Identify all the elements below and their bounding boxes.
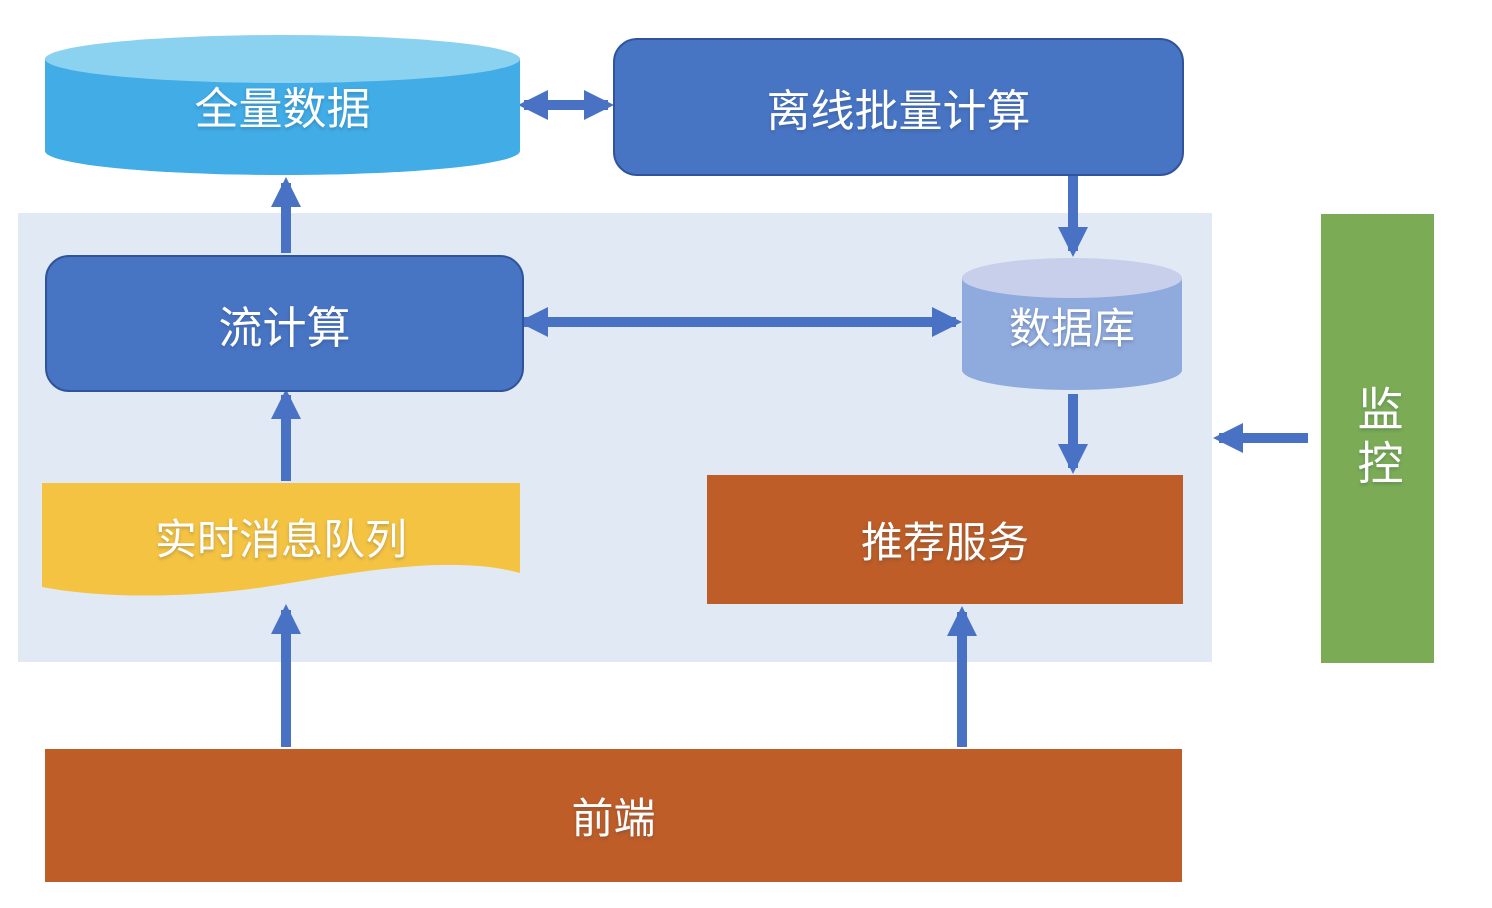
node-database-label: 数据库: [1008, 304, 1135, 352]
wave-shape: [42, 483, 520, 596]
node-recommend-service: 推荐服务: [707, 475, 1183, 604]
node-realtime-queue: 实时消息队列: [42, 483, 520, 605]
cylinder-shape: [45, 35, 520, 175]
node-recommend-service-label: 推荐服务: [860, 519, 1029, 566]
node-database: 数据库: [962, 258, 1182, 392]
node-realtime-queue-label: 实时消息队列: [154, 515, 407, 563]
node-stream-compute-label: 流计算: [218, 303, 351, 353]
node-stream-compute: 流计算: [45, 255, 524, 392]
node-offline-batch-label: 离线批量计算: [766, 87, 1031, 136]
node-monitor-label: 监控: [1351, 384, 1404, 493]
node-frontend-label: 前端: [571, 795, 656, 842]
cylinder-shape: [962, 258, 1182, 390]
node-monitor: 监控: [1321, 214, 1434, 663]
node-full-data: 全量数据: [45, 35, 520, 175]
node-frontend: 前端: [45, 749, 1182, 882]
node-full-data-label: 全量数据: [194, 85, 371, 134]
node-offline-batch: 离线批量计算: [613, 38, 1184, 176]
